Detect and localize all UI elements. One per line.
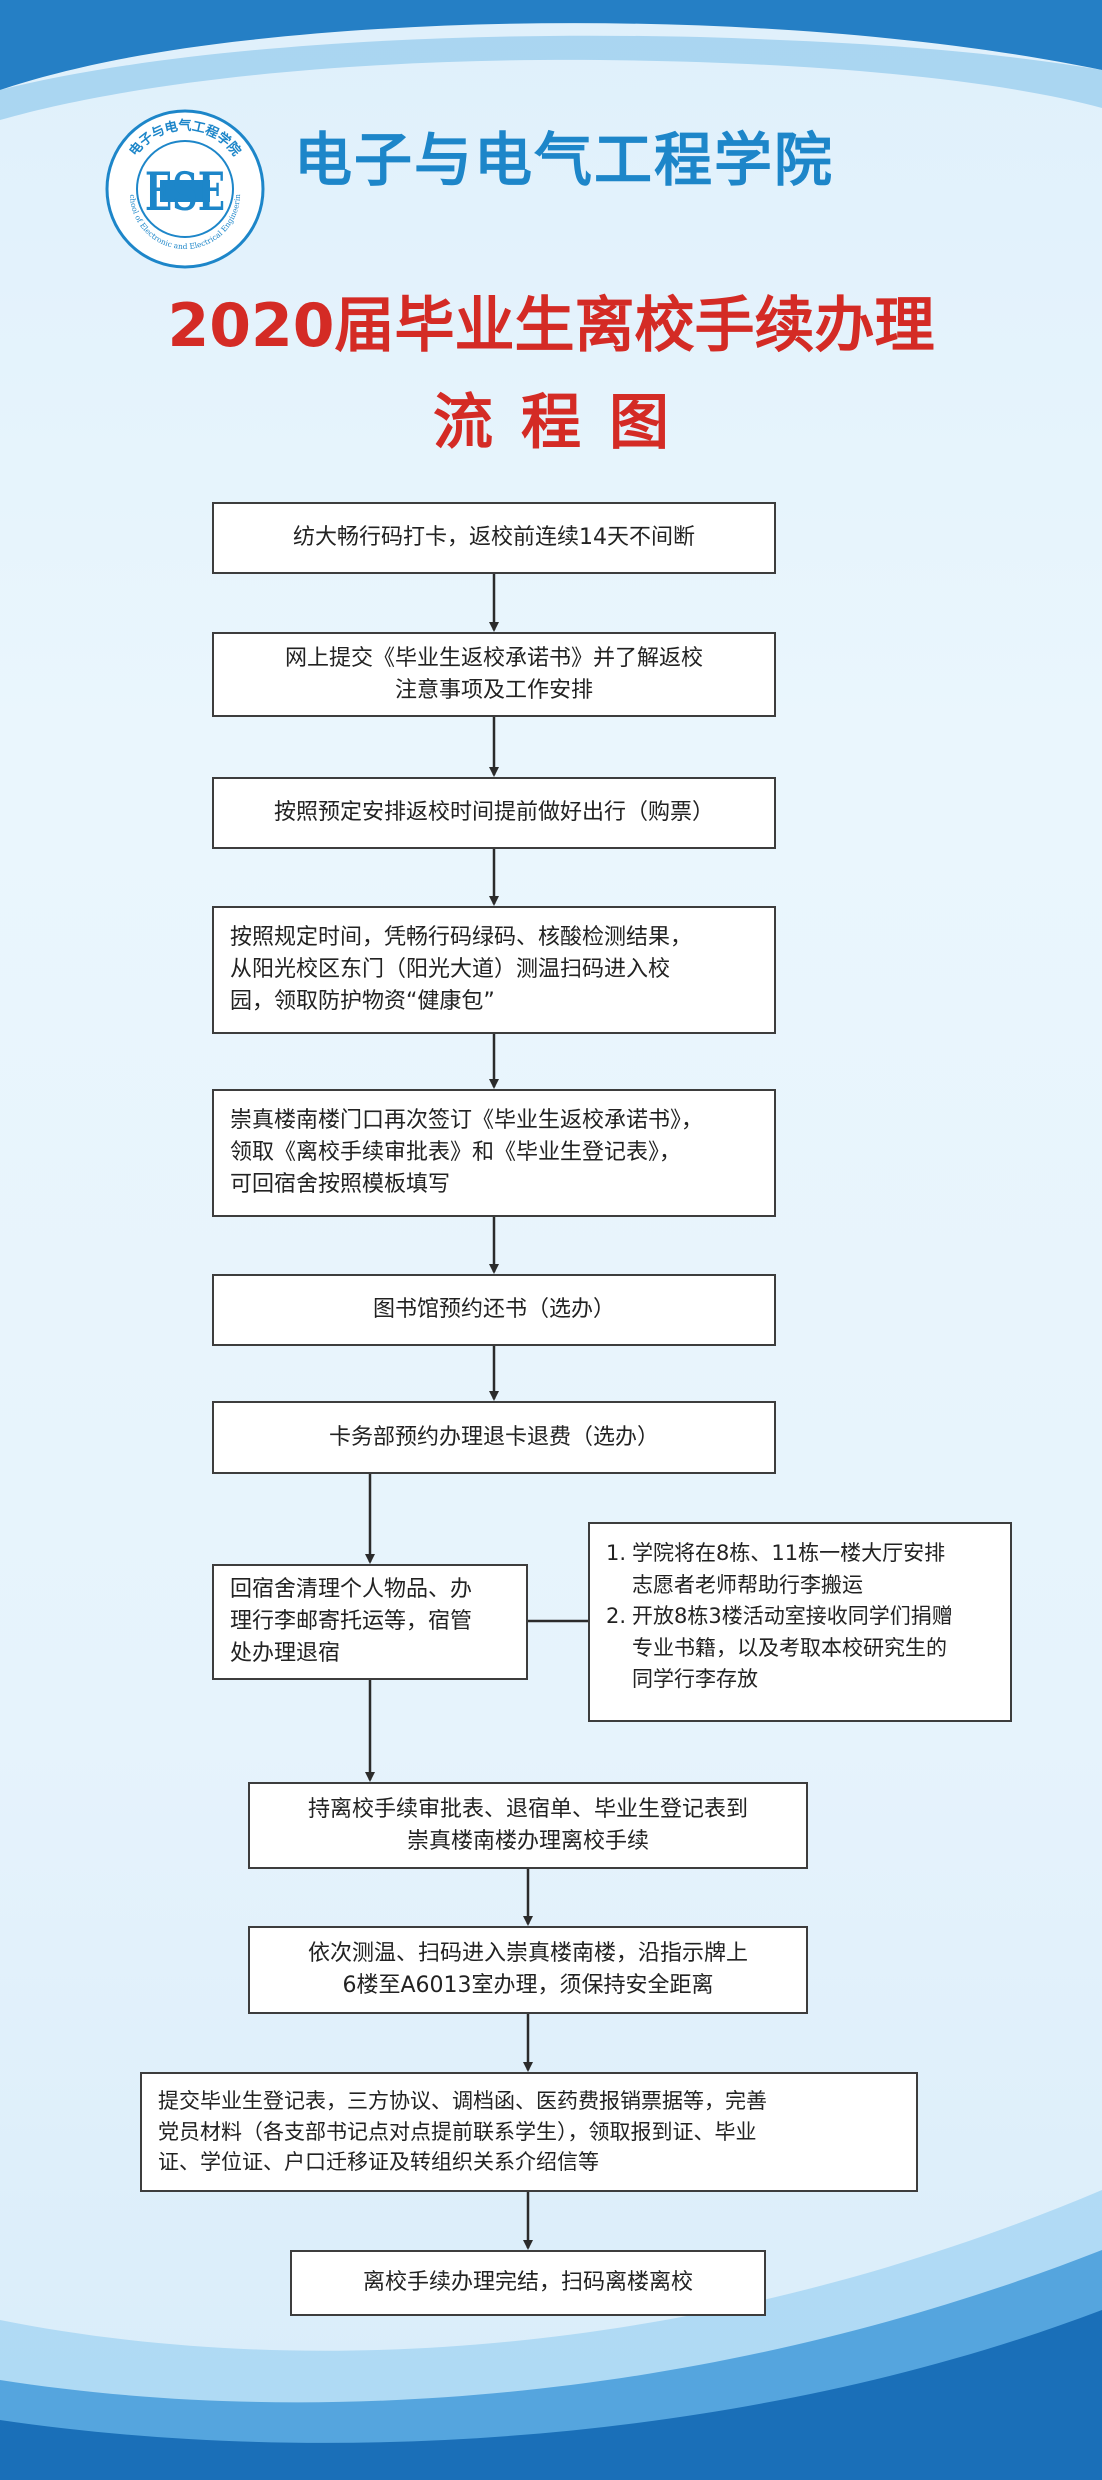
step-3-line-1: 按照预定安排返校时间提前做好出行（购票） xyxy=(273,800,714,826)
note-item-2-line-2: 专业书籍，以及考取本校研究生的 xyxy=(632,1635,947,1660)
step-4: 按照规定时间，凭畅行码绿码、核酸检测结果， 从阳光校区东门（阳光大道）测温扫码进… xyxy=(212,906,776,1034)
note-item-2-line-3: 同学行李存放 xyxy=(632,1667,758,1691)
step-1-line-1: 纺大畅行码打卡，返校前连续14天不间断 xyxy=(293,525,695,551)
poster-subtitle: 流程图 xyxy=(433,388,697,458)
step-11: 提交毕业生登记表，三方协议、调档函、医药费报销票据等，完善 党员材料（各支部书记… xyxy=(140,2072,918,2192)
step-10-line-2: 6楼至A6013室办理，须保持安全距离 xyxy=(342,1973,714,1998)
step-5-line-2: 领取《离校手续审批表》和《毕业生登记表》， xyxy=(230,1140,682,1166)
logo-mark: ESE xyxy=(145,162,225,223)
step-9-line-2: 崇真楼南楼办理离校手续 xyxy=(406,1828,649,1854)
step-5-line-3: 可回宿舍按照模板填写 xyxy=(230,1171,451,1197)
step-1: 纺大畅行码打卡，返校前连续14天不间断 xyxy=(212,502,776,574)
step-11-line-2: 党员材料（各支部书记点对点提前联系学生），领取报到证、毕业 xyxy=(158,2119,757,2144)
step-2-line-1: 网上提交《毕业生返校承诺书》并了解返校 xyxy=(284,645,703,671)
note-item-1-line-2: 志愿者老师帮助行李搬运 xyxy=(632,1572,863,1597)
step-5-line-1: 崇真楼南楼门口再次签订《毕业生返校承诺书》， xyxy=(230,1108,704,1134)
step-10-line-1: 依次测温、扫码进入崇真楼南楼，沿指示牌上 xyxy=(307,1941,748,1967)
step-5: 崇真楼南楼门口再次签订《毕业生返校承诺书》， 领取《离校手续审批表》和《毕业生登… xyxy=(212,1089,776,1217)
step-4-line-2: 从阳光校区东门（阳光大道）测温扫码进入校 xyxy=(230,957,671,983)
step-11-line-1: 提交毕业生登记表，三方协议、调档函、医药费报销票据等，完善 xyxy=(158,2089,767,2114)
step-2-line-2: 注意事项及工作安排 xyxy=(394,677,593,703)
step-10: 依次测温、扫码进入崇真楼南楼，沿指示牌上 6楼至A6013室办理，须保持安全距离 xyxy=(248,1926,808,2014)
step-8-line-1: 回宿舍清理个人物品、办 xyxy=(230,1577,473,1603)
step-8: 回宿舍清理个人物品、办 理行李邮寄托运等，宿管 处办理退宿 xyxy=(212,1564,528,1680)
step-6-line-1: 图书馆预约还书（选办） xyxy=(372,1297,615,1323)
step-8-line-2: 理行李邮寄托运等，宿管 xyxy=(230,1609,473,1635)
step-8-line-3: 处办理退宿 xyxy=(230,1640,341,1666)
note-item-2: 2. 开放8栋3楼活动室接收同学们捐赠 专业书籍，以及考取本校研究生的 同学行李… xyxy=(606,1601,992,1696)
note-box: 1. 学院将在8栋、11栋一楼大厅安排 志愿者老师帮助行李搬运 2. 开放8栋3… xyxy=(588,1522,1012,1722)
school-name: 电子与电气工程学院 xyxy=(294,126,835,194)
step-12-line-1: 离校手续办理完结，扫码离楼离校 xyxy=(362,2270,693,2296)
step-2: 网上提交《毕业生返校承诺书》并了解返校 注意事项及工作安排 xyxy=(212,632,776,717)
note-item-2-num: 2. xyxy=(606,1604,627,1628)
step-9-line-1: 持离校手续审批表、退宿单、毕业生登记表到 xyxy=(307,1796,748,1822)
step-7-line-1: 卡务部预约办理退卡退费（选办） xyxy=(328,1424,659,1450)
step-11-line-3: 证、学位证、户口迁移证及转组织关系介绍信等 xyxy=(158,2150,599,2175)
step-4-line-3: 园，领取防护物资“健康包” xyxy=(230,988,495,1014)
step-9: 持离校手续审批表、退宿单、毕业生登记表到 崇真楼南楼办理离校手续 xyxy=(248,1782,808,1869)
note-item-1: 1. 学院将在8栋、11栋一楼大厅安排 志愿者老师帮助行李搬运 xyxy=(606,1538,992,1601)
poster-title: 2020届毕业生离校手续办理 xyxy=(167,291,935,361)
step-7: 卡务部预约办理退卡退费（选办） xyxy=(212,1401,776,1474)
step-4-line-1: 按照规定时间，凭畅行码绿码、核酸检测结果， xyxy=(230,925,693,951)
step-12: 离校手续办理完结，扫码离楼离校 xyxy=(290,2250,766,2316)
note-item-1-line-1: 学院将在8栋、11栋一楼大厅安排 xyxy=(632,1541,946,1565)
school-logo: 电子与电气工程学院 School of Electronic and Elect… xyxy=(104,108,265,269)
step-6: 图书馆预约还书（选办） xyxy=(212,1274,776,1346)
note-item-2-line-1: 开放8栋3楼活动室接收同学们捐赠 xyxy=(632,1604,953,1628)
note-item-1-num: 1. xyxy=(606,1541,627,1565)
step-3: 按照预定安排返校时间提前做好出行（购票） xyxy=(212,777,776,849)
